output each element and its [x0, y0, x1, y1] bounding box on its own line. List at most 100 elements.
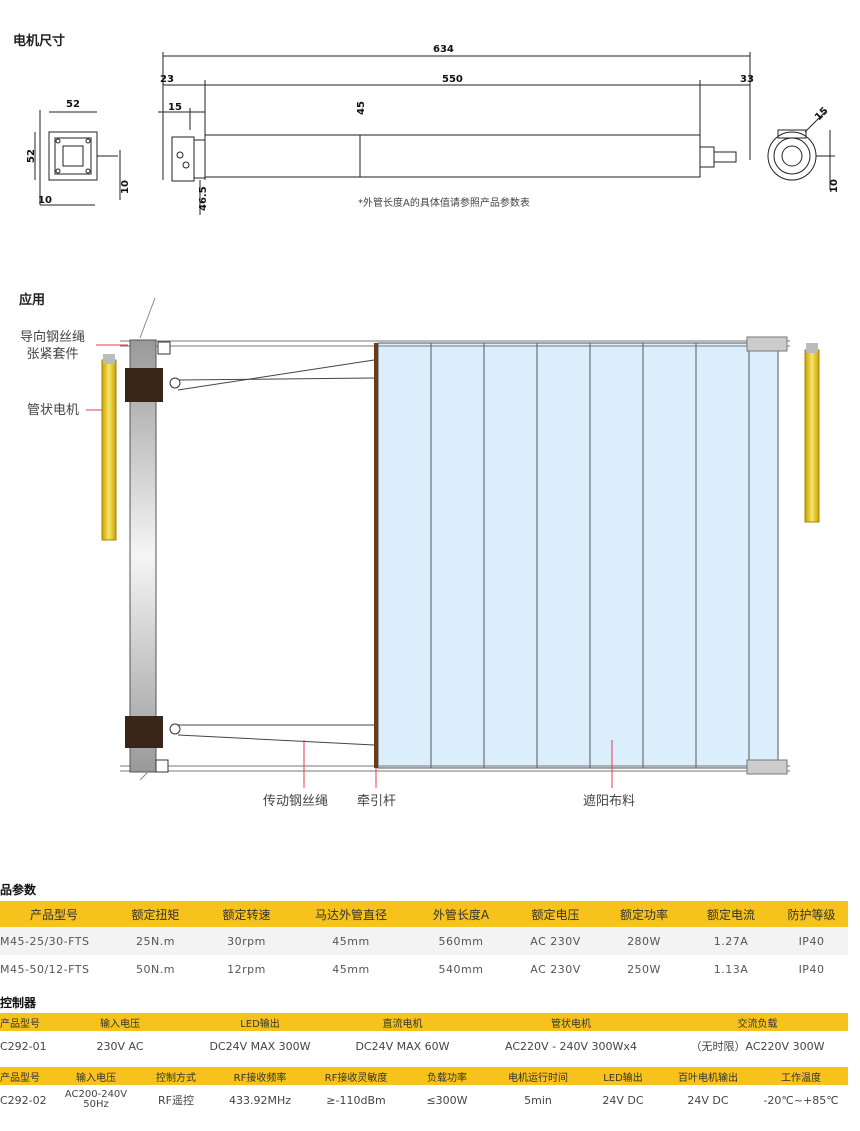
params-header: 外管长度A — [412, 901, 510, 927]
section-title-application: 应用 — [19, 293, 46, 308]
table-row: C292-02 AC200-240V 50Hz RF遥控 433.92MHz ≥… — [0, 1085, 848, 1115]
table-cell: 230V AC — [50, 1031, 190, 1061]
table-cell: C292-01 — [0, 1031, 50, 1061]
table-cell: ≤300W — [402, 1085, 492, 1115]
table-cell: IP40 — [798, 962, 825, 976]
table-cell: 50N.m — [136, 962, 175, 976]
label-tension-kit: 导向钢丝绳 张紧套件 — [20, 330, 86, 362]
dim-head-height: 46.5 — [198, 186, 209, 211]
table-row: C292-01 230V AC DC24V MAX 300W DC24V MAX… — [0, 1031, 848, 1061]
table-cell: AM45-50/12-FTS — [0, 962, 90, 976]
dim-left-cap: 23 — [160, 74, 174, 85]
table-cell: DC24V MAX 300W — [190, 1031, 330, 1061]
table-row: AM45-50/12-FTS 50N.m 12rpm 45mm 540mm AC… — [0, 955, 848, 983]
table-cell: 24V DC — [662, 1085, 754, 1115]
table-cell: 25N.m — [108, 927, 203, 955]
controller-header: 控制方式 — [142, 1067, 210, 1085]
tubular-motor-right — [804, 349, 820, 523]
params-header: 额定扭矩 — [108, 901, 203, 927]
table-cell: 12rpm — [227, 962, 266, 976]
table-cell: 45mm — [290, 927, 412, 955]
table-cell: 45mm — [332, 962, 370, 976]
dim-end-offset-y: 10 — [120, 180, 131, 194]
table-cell: 24V DC — [584, 1085, 662, 1115]
controller-header: 百叶电机输出 — [662, 1067, 754, 1085]
section-title-dimensions: 电机尺寸 — [13, 34, 66, 49]
controller-header: 产品型号 — [0, 1067, 50, 1085]
label-shade-fabric: 遮阳布料 — [583, 794, 636, 809]
controller-header: 产品型号 — [0, 1013, 50, 1031]
shade-fabric — [377, 342, 779, 769]
spool-top — [125, 368, 163, 402]
controller-header: RF接收频率 — [210, 1067, 310, 1085]
label-pull-rod: 牵引杆 — [357, 794, 397, 809]
params-header: 防护等级 — [775, 901, 848, 927]
table-cell: 560mm — [412, 927, 510, 955]
tubular-motor-left — [101, 359, 117, 541]
motor-side-view — [158, 52, 751, 215]
table-cell: 1.27A — [687, 927, 775, 955]
params-header: 马达外管直径 — [290, 901, 412, 927]
table-cell: RF遥控 — [142, 1085, 210, 1115]
controller-header: 直流电机 — [330, 1013, 475, 1031]
table-cell: 280W — [601, 927, 687, 955]
controller-header-row: 产品型号 输入电压 控制方式 RF接收频率 RF接收灵敏度 负载功率 电机运行时… — [0, 1067, 848, 1085]
params-header: 产品型号 — [0, 901, 108, 927]
params-title: 品参数 — [0, 883, 37, 897]
dimension-note: *外管长度A的具体值请参照产品参数表 — [358, 198, 530, 209]
controller-header: LED输出 — [584, 1067, 662, 1085]
controller-header: 交流负载 — [667, 1013, 848, 1031]
dim-end-height: 52 — [26, 149, 37, 163]
controller-header: 电机运行时间 — [492, 1067, 584, 1085]
table-cell: AC 230V — [510, 927, 601, 955]
pull-rod — [374, 343, 378, 768]
params-table: 产品型号 额定扭矩 额定转速 马达外管直径 外管长度A 额定电压 额定功率 额定… — [0, 901, 848, 983]
table-cell: 30rpm — [203, 927, 290, 955]
dim-diameter: 45 — [356, 101, 367, 115]
controller-header: 负载功率 — [402, 1067, 492, 1085]
dim-right-cap: 33 — [740, 74, 754, 85]
dim-head-offset: 15 — [168, 102, 182, 113]
table-cell: AC200-240V 50Hz — [50, 1085, 142, 1115]
table-cell: C292-02 — [0, 1085, 50, 1115]
controller-header: 管状电机 — [475, 1013, 667, 1031]
motor-end-view-right — [767, 111, 835, 190]
table-row: AM45-25/30-FTS 25N.m 30rpm 45mm 560mm AC… — [0, 927, 848, 955]
table-cell: AC220V - 240V 300Wx4 — [475, 1031, 667, 1061]
controller-title: 控制器 — [0, 996, 37, 1010]
controller-table-1: 产品型号 输入电压 LED输出 直流电机 管状电机 交流负载 C292-01 2… — [0, 1013, 848, 1061]
spool-bottom — [125, 716, 163, 748]
controller-header: RF接收灵敏度 — [310, 1067, 402, 1085]
table-cell: IP40 — [775, 927, 848, 955]
table-cell: 5min — [492, 1085, 584, 1115]
application-diagram — [86, 297, 820, 788]
table-cell: DC24V MAX 60W — [330, 1031, 475, 1061]
dim-end-width: 52 — [66, 99, 80, 110]
table-cell: 540mm — [438, 962, 484, 976]
params-header: 额定功率 — [601, 901, 687, 927]
drive-cables — [177, 359, 375, 746]
dim-tube-length: 550 — [442, 74, 463, 85]
params-header: 额定转速 — [203, 901, 290, 927]
guide-rails — [120, 336, 790, 775]
motor-end-view-left — [34, 110, 121, 206]
table-cell: AC 230V — [530, 962, 581, 976]
controller-header: 输入电压 — [50, 1067, 142, 1085]
controller-header: LED输出 — [190, 1013, 330, 1031]
params-header: 额定电流 — [687, 901, 775, 927]
params-header: 额定电压 — [510, 901, 601, 927]
label-tubular-motor: 管状电机 — [27, 403, 80, 418]
table-cell: -20℃~+85℃ — [754, 1085, 848, 1115]
label-drive-cable: 传动钢丝绳 — [263, 794, 329, 809]
table-cell: ≥-110dBm — [310, 1085, 402, 1115]
dim-total-length: 634 — [433, 44, 454, 55]
controller-header-row: 产品型号 输入电压 LED输出 直流电机 管状电机 交流负载 — [0, 1013, 848, 1031]
controller-header: 输入电压 — [50, 1013, 190, 1031]
dim-right-angle: 15 — [813, 105, 831, 123]
dim-right-offset: 10 — [829, 179, 840, 193]
motor-dimension-drawing: 52 52 10 10 634 23 550 33 15 45 46.5 15 … — [26, 44, 840, 215]
table-cell: 433.92MHz — [210, 1085, 310, 1115]
drive-shaft — [129, 339, 157, 773]
controller-table-2: 产品型号 输入电压 控制方式 RF接收频率 RF接收灵敏度 负载功率 电机运行时… — [0, 1067, 848, 1115]
table-cell: 1.13A — [713, 962, 749, 976]
